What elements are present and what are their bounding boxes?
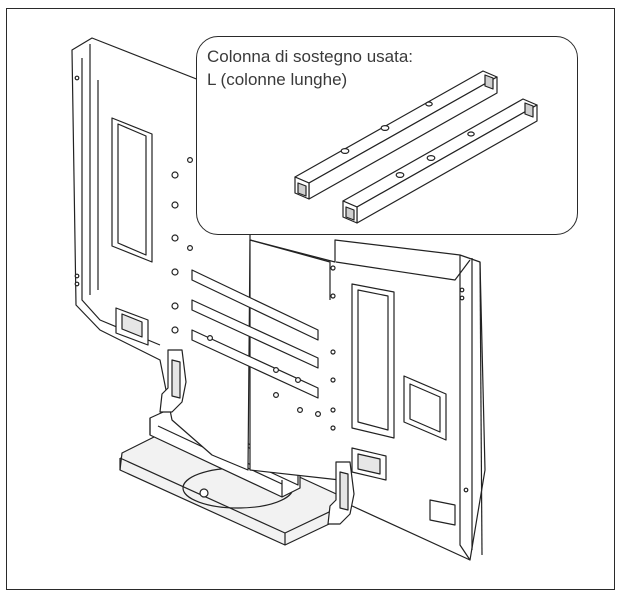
support-columns-illustration — [294, 70, 538, 224]
callout-box: Colonna di sostegno usata: L (colonne lu… — [196, 36, 578, 235]
callout-caption: Colonna di sostegno usata: L (colonne lu… — [207, 45, 413, 91]
caption-line-2: L (colonne lunghe) — [207, 70, 348, 89]
caption-line-1: Colonna di sostegno usata: — [207, 47, 414, 66]
stand-column-clamps — [159, 349, 355, 525]
support-column-long-1 — [294, 70, 498, 200]
support-column-long-2 — [342, 98, 538, 224]
tv-back-right — [249, 239, 486, 561]
tv-center-slots — [171, 157, 336, 431]
